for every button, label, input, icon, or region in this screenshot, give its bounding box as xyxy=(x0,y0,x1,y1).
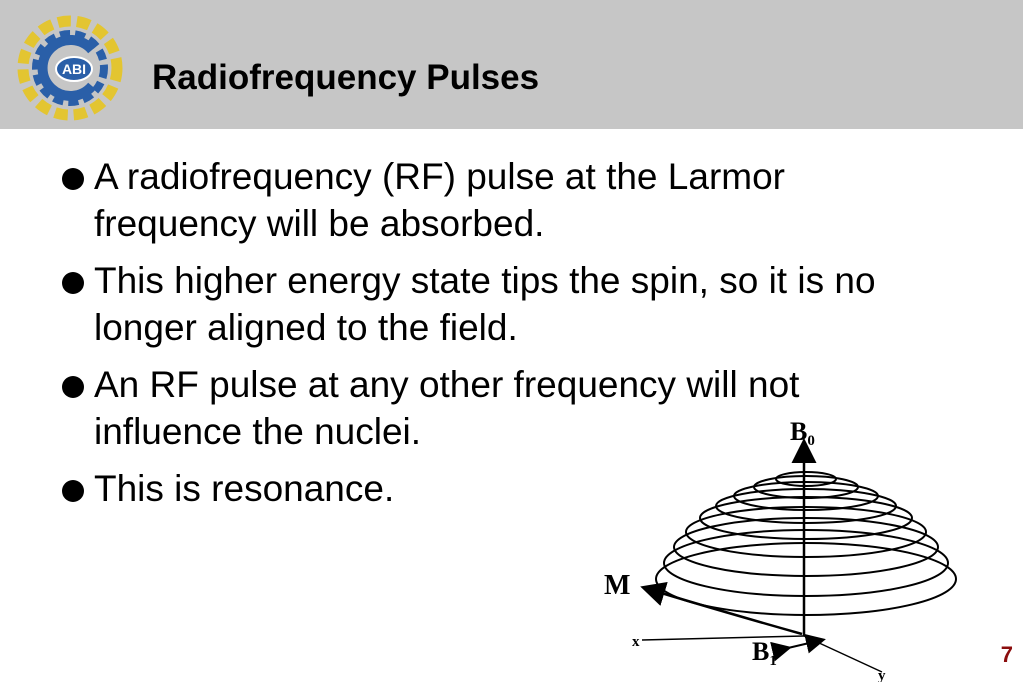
bullet-item: This is resonance. xyxy=(62,465,942,512)
bullet-item: A radiofrequency (RF) pulse at the Larmo… xyxy=(62,153,942,247)
bullet-item: An RF pulse at any other frequency will … xyxy=(62,361,914,455)
b0-label: B0 xyxy=(790,417,815,449)
bullet-text: An RF pulse at any other frequency will … xyxy=(94,364,800,452)
x-label: x xyxy=(632,634,640,650)
bullet-dot-icon xyxy=(62,168,84,190)
bullet-dot-icon xyxy=(62,480,84,502)
b1-label: B1 xyxy=(752,637,777,669)
page-number: 7 xyxy=(1000,642,1013,667)
cabi-logo: ABI xyxy=(17,15,123,121)
bullet-dot-icon xyxy=(62,272,84,294)
precession-spiral xyxy=(655,471,957,616)
logo-text: ABI xyxy=(62,61,86,77)
logo-outer-ring xyxy=(17,15,123,121)
logo-inner-ring xyxy=(32,30,108,106)
precession-diagram: B0 M B1 x y xyxy=(604,417,957,682)
bullet-text: This higher energy state tips the spin, … xyxy=(94,260,876,348)
b1-arrow xyxy=(770,633,826,662)
m-label: M xyxy=(604,570,630,601)
bullet-text: A radiofrequency (RF) pulse at the Larmo… xyxy=(94,156,785,244)
y-label: y xyxy=(878,668,886,682)
bullet-list: A radiofrequency (RF) pulse at the Larmo… xyxy=(62,153,942,522)
bullet-text: This is resonance. xyxy=(94,468,395,509)
bullet-item: This higher energy state tips the spin, … xyxy=(62,257,942,351)
page-title: Radiofrequency Pulses xyxy=(152,58,540,97)
x-axis xyxy=(641,635,805,641)
bullet-dot-icon xyxy=(62,376,84,398)
header-bar: ABI Radiofrequency Pulses xyxy=(0,0,1023,129)
m-vector xyxy=(640,581,803,636)
